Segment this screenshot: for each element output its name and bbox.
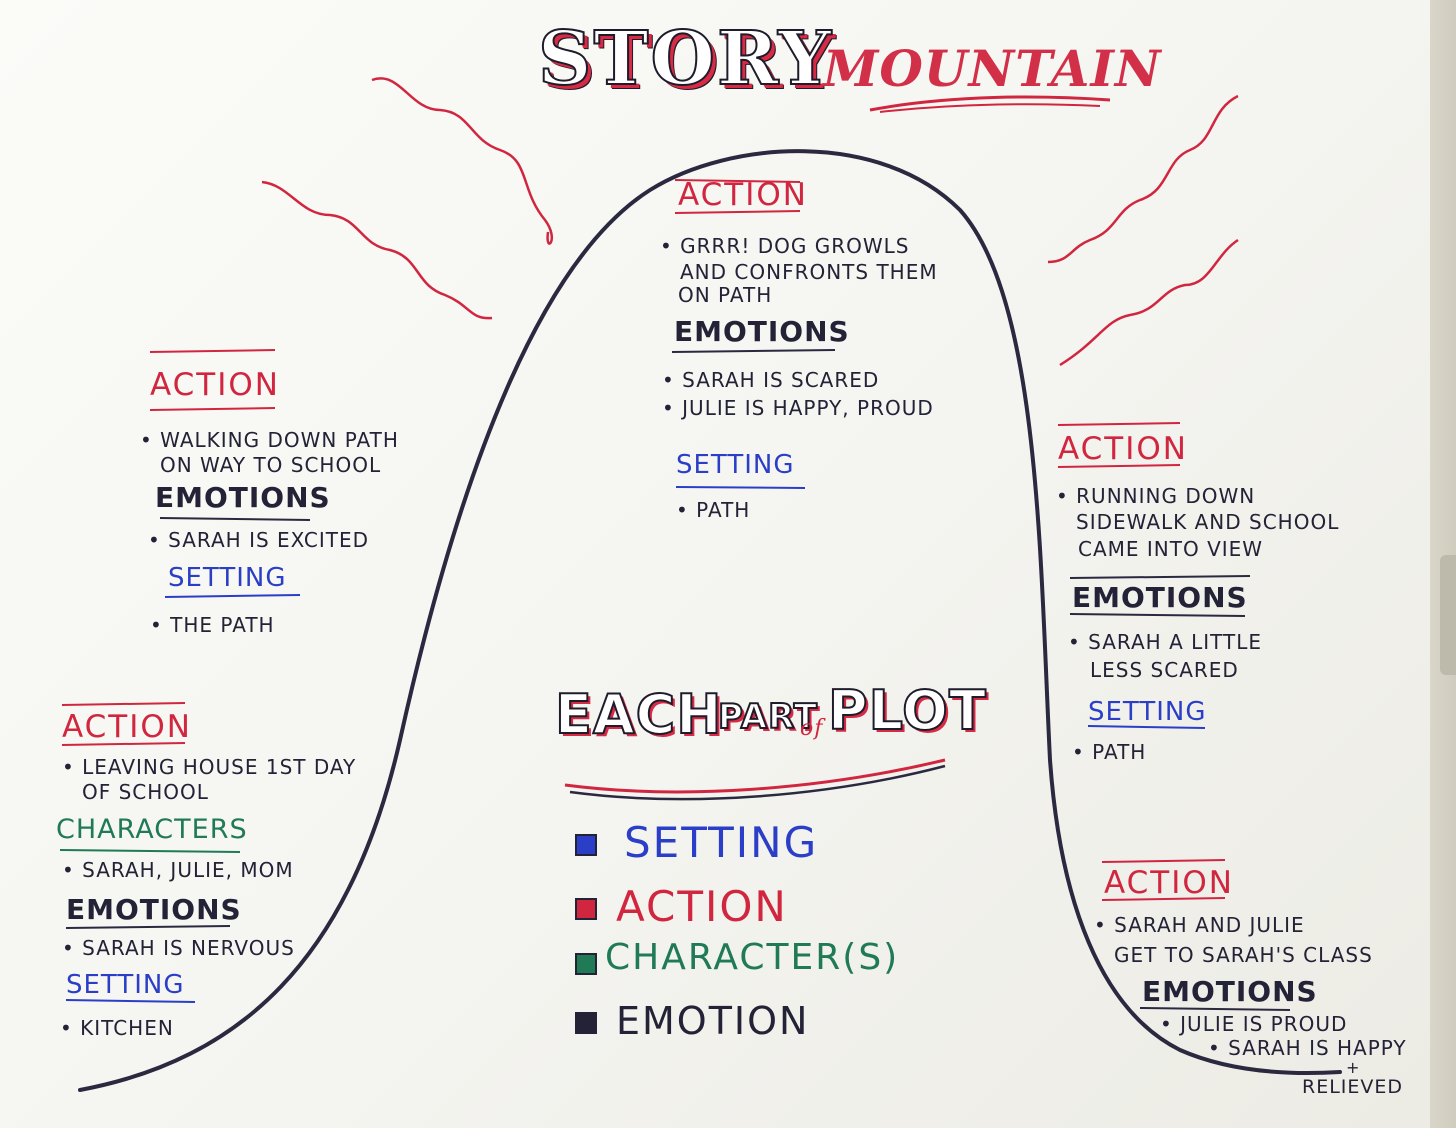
- rising-emotions-heading: EMOTIONS: [155, 481, 331, 514]
- falling-emotions-heading: EMOTIONS: [1072, 581, 1248, 614]
- rising-emotion-item: • SARAH is EXCITED: [148, 528, 370, 552]
- legend-swatch-action: [575, 898, 597, 920]
- ending-emotions-heading: EMOTIONS: [1142, 975, 1318, 1008]
- rising-action-heading: ACTION: [150, 367, 280, 403]
- squiggle-right-1: [1047, 94, 1239, 264]
- ending-emotion-item: • JULIE is PROUD: [1160, 1012, 1348, 1036]
- beginning-setting-item: • KITCHEN: [60, 1016, 174, 1040]
- ending-emotion-item: • SARAH is HAPPY: [1208, 1036, 1407, 1060]
- peak-setting-item: • PATH: [676, 498, 751, 522]
- beginning-emotions-heading: EMOTIONS: [66, 893, 242, 926]
- beginning-action-heading: ACTION: [62, 709, 192, 745]
- falling-emotion-item: LESS SCARED: [1090, 658, 1239, 682]
- rising-setting-heading: SETTING: [168, 563, 287, 593]
- peak-action-heading: ACTION: [678, 177, 808, 213]
- beginning-emotion-item: • SARAH is NERVOUS: [62, 936, 295, 960]
- peak-action-item: ON PATH: [678, 283, 773, 307]
- squiggle-left-1: [371, 77, 554, 245]
- beginning-action-item: • LEAVING HOUSE 1ST DAY: [62, 755, 357, 779]
- title: STORY: [537, 16, 834, 102]
- ending-action-item: GET TO SARAH'S CLASS: [1114, 943, 1373, 967]
- beginning-character-item: • SARAH, JULIE, MOM: [62, 858, 294, 882]
- ending-action-item: • SARAH and JULIE: [1094, 913, 1305, 937]
- legend-title-plot: PLOT: [827, 679, 987, 742]
- peak-action-item: • GRRR! DOG GROWLS: [660, 234, 910, 258]
- peak-emotions-heading: EMOTIONS: [674, 315, 850, 348]
- legend-swatch-setting: [575, 834, 597, 856]
- rising-action-item: ON WAY TO SCHOOL: [160, 453, 382, 477]
- legend-swatch-characters: [575, 953, 597, 975]
- rising-setting-item: • The PATH: [150, 613, 275, 637]
- falling-action-item: SIDEWALK AND SCHOOL: [1076, 510, 1340, 534]
- subtitle: MOUNTAIN: [823, 39, 1162, 98]
- legend-label-action: ACTION: [616, 882, 788, 931]
- legend-label-characters: CHARACTER(s): [605, 937, 900, 978]
- peak-emotion-item: • SARAH is SCARED: [662, 368, 880, 392]
- legend-swatch-emotion: [575, 1012, 597, 1034]
- title-underline: [869, 95, 1111, 112]
- falling-setting-heading: SETTING: [1088, 697, 1207, 727]
- ending-emotion-plus: +: [1346, 1058, 1361, 1077]
- falling-action-item: CAME INTO VIEW: [1078, 537, 1264, 561]
- wall-clip: [1440, 555, 1456, 675]
- plot-underline-swoosh: [564, 758, 946, 794]
- legend-label-setting: SETTING: [624, 818, 819, 867]
- legend-title-each: EACH: [554, 683, 723, 746]
- mountain-outline: [78, 149, 1342, 1092]
- peak-emotion-item: • JULIE is HAPPY, PROUD: [662, 396, 934, 420]
- legend-label-emotion: EMOTION: [616, 999, 810, 1043]
- beginning-characters-heading: CHARACTERS: [56, 814, 248, 845]
- beginning-setting-heading: SETTING: [66, 970, 185, 1000]
- peak-setting-heading: SETTING: [676, 450, 795, 480]
- falling-action-item: • RUNNING DOWN: [1056, 484, 1256, 508]
- falling-setting-item: • PATH: [1072, 740, 1147, 764]
- rising-action-item: • WALKING DOWN PATH: [140, 428, 399, 452]
- falling-action-heading: ACTION: [1058, 431, 1188, 467]
- peak-action-item: AND CONFRONTS THEM: [680, 260, 938, 284]
- ending-emotion-item: RELIEVED: [1302, 1076, 1404, 1098]
- falling-emotion-item: • SARAH A LITTLE: [1068, 630, 1263, 654]
- ending-action-heading: ACTION: [1104, 865, 1234, 901]
- legend-title-part: PART: [717, 697, 818, 737]
- squiggle-left-2: [261, 180, 493, 320]
- legend-title-of: of: [800, 716, 824, 741]
- beginning-action-item: OF SCHOOL: [82, 780, 209, 804]
- squiggle-right-2: [1059, 238, 1239, 367]
